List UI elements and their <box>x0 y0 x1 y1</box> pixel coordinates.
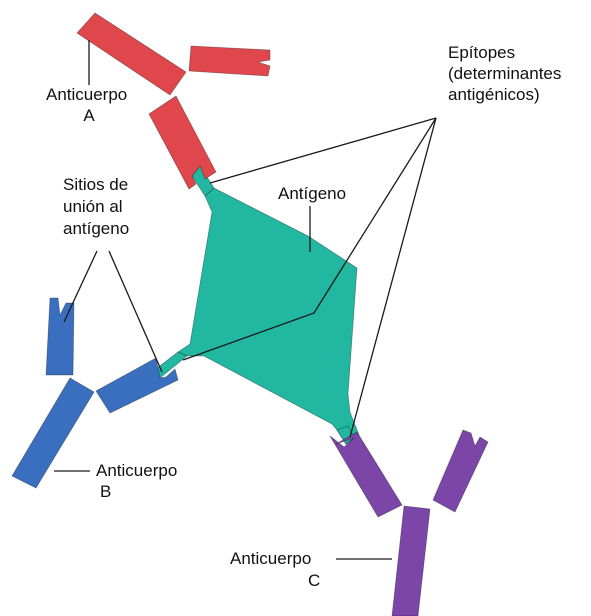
antibody-c-arm-left <box>330 432 402 517</box>
label-antibody-c: Anticuerpo C <box>230 549 320 590</box>
antibody-a-arm-left <box>77 13 186 95</box>
pointer-epitope-bottom <box>350 118 436 437</box>
antigen-body <box>178 188 359 444</box>
antibody-c-arm-right <box>433 430 488 512</box>
antibody-a-stem <box>149 96 216 189</box>
label-epitopes-line1: Epítopes <box>448 43 515 62</box>
label-epitopes: Epítopes (determinantes antigénicos) <box>448 43 566 104</box>
antibody-a-arm-right <box>189 46 270 76</box>
label-antibody-a: Anticuerpo A <box>46 85 132 125</box>
pointer-binding-site-b-right <box>109 251 162 372</box>
antibody-c <box>330 430 488 616</box>
label-antibody-a-line1: Anticuerpo <box>46 85 127 104</box>
label-antibody-a-line2: A <box>83 106 95 125</box>
label-epitopes-line3: antigénicos) <box>448 85 540 104</box>
label-antibody-c-line1: Anticuerpo <box>230 549 311 568</box>
label-epitopes-line2: (determinantes <box>448 64 561 83</box>
label-antibody-b: Anticuerpo B <box>96 461 182 501</box>
label-binding-sites: Sitios de unión al antígeno <box>63 175 133 238</box>
label-antigen: Antígeno <box>278 184 346 203</box>
antigen <box>152 166 359 444</box>
label-antibody-b-line2: B <box>100 482 111 501</box>
label-binding-sites-line1: Sitios de <box>63 175 128 194</box>
label-antibody-c-line2: C <box>308 571 320 590</box>
label-binding-sites-line3: antígeno <box>63 219 129 238</box>
antibody-c-stem <box>392 506 430 616</box>
pointer-binding-site-b-top <box>64 251 97 322</box>
label-antibody-b-line1: Anticuerpo <box>96 461 177 480</box>
label-binding-sites-line2: unión al <box>63 197 123 216</box>
antibody-b <box>12 298 178 488</box>
